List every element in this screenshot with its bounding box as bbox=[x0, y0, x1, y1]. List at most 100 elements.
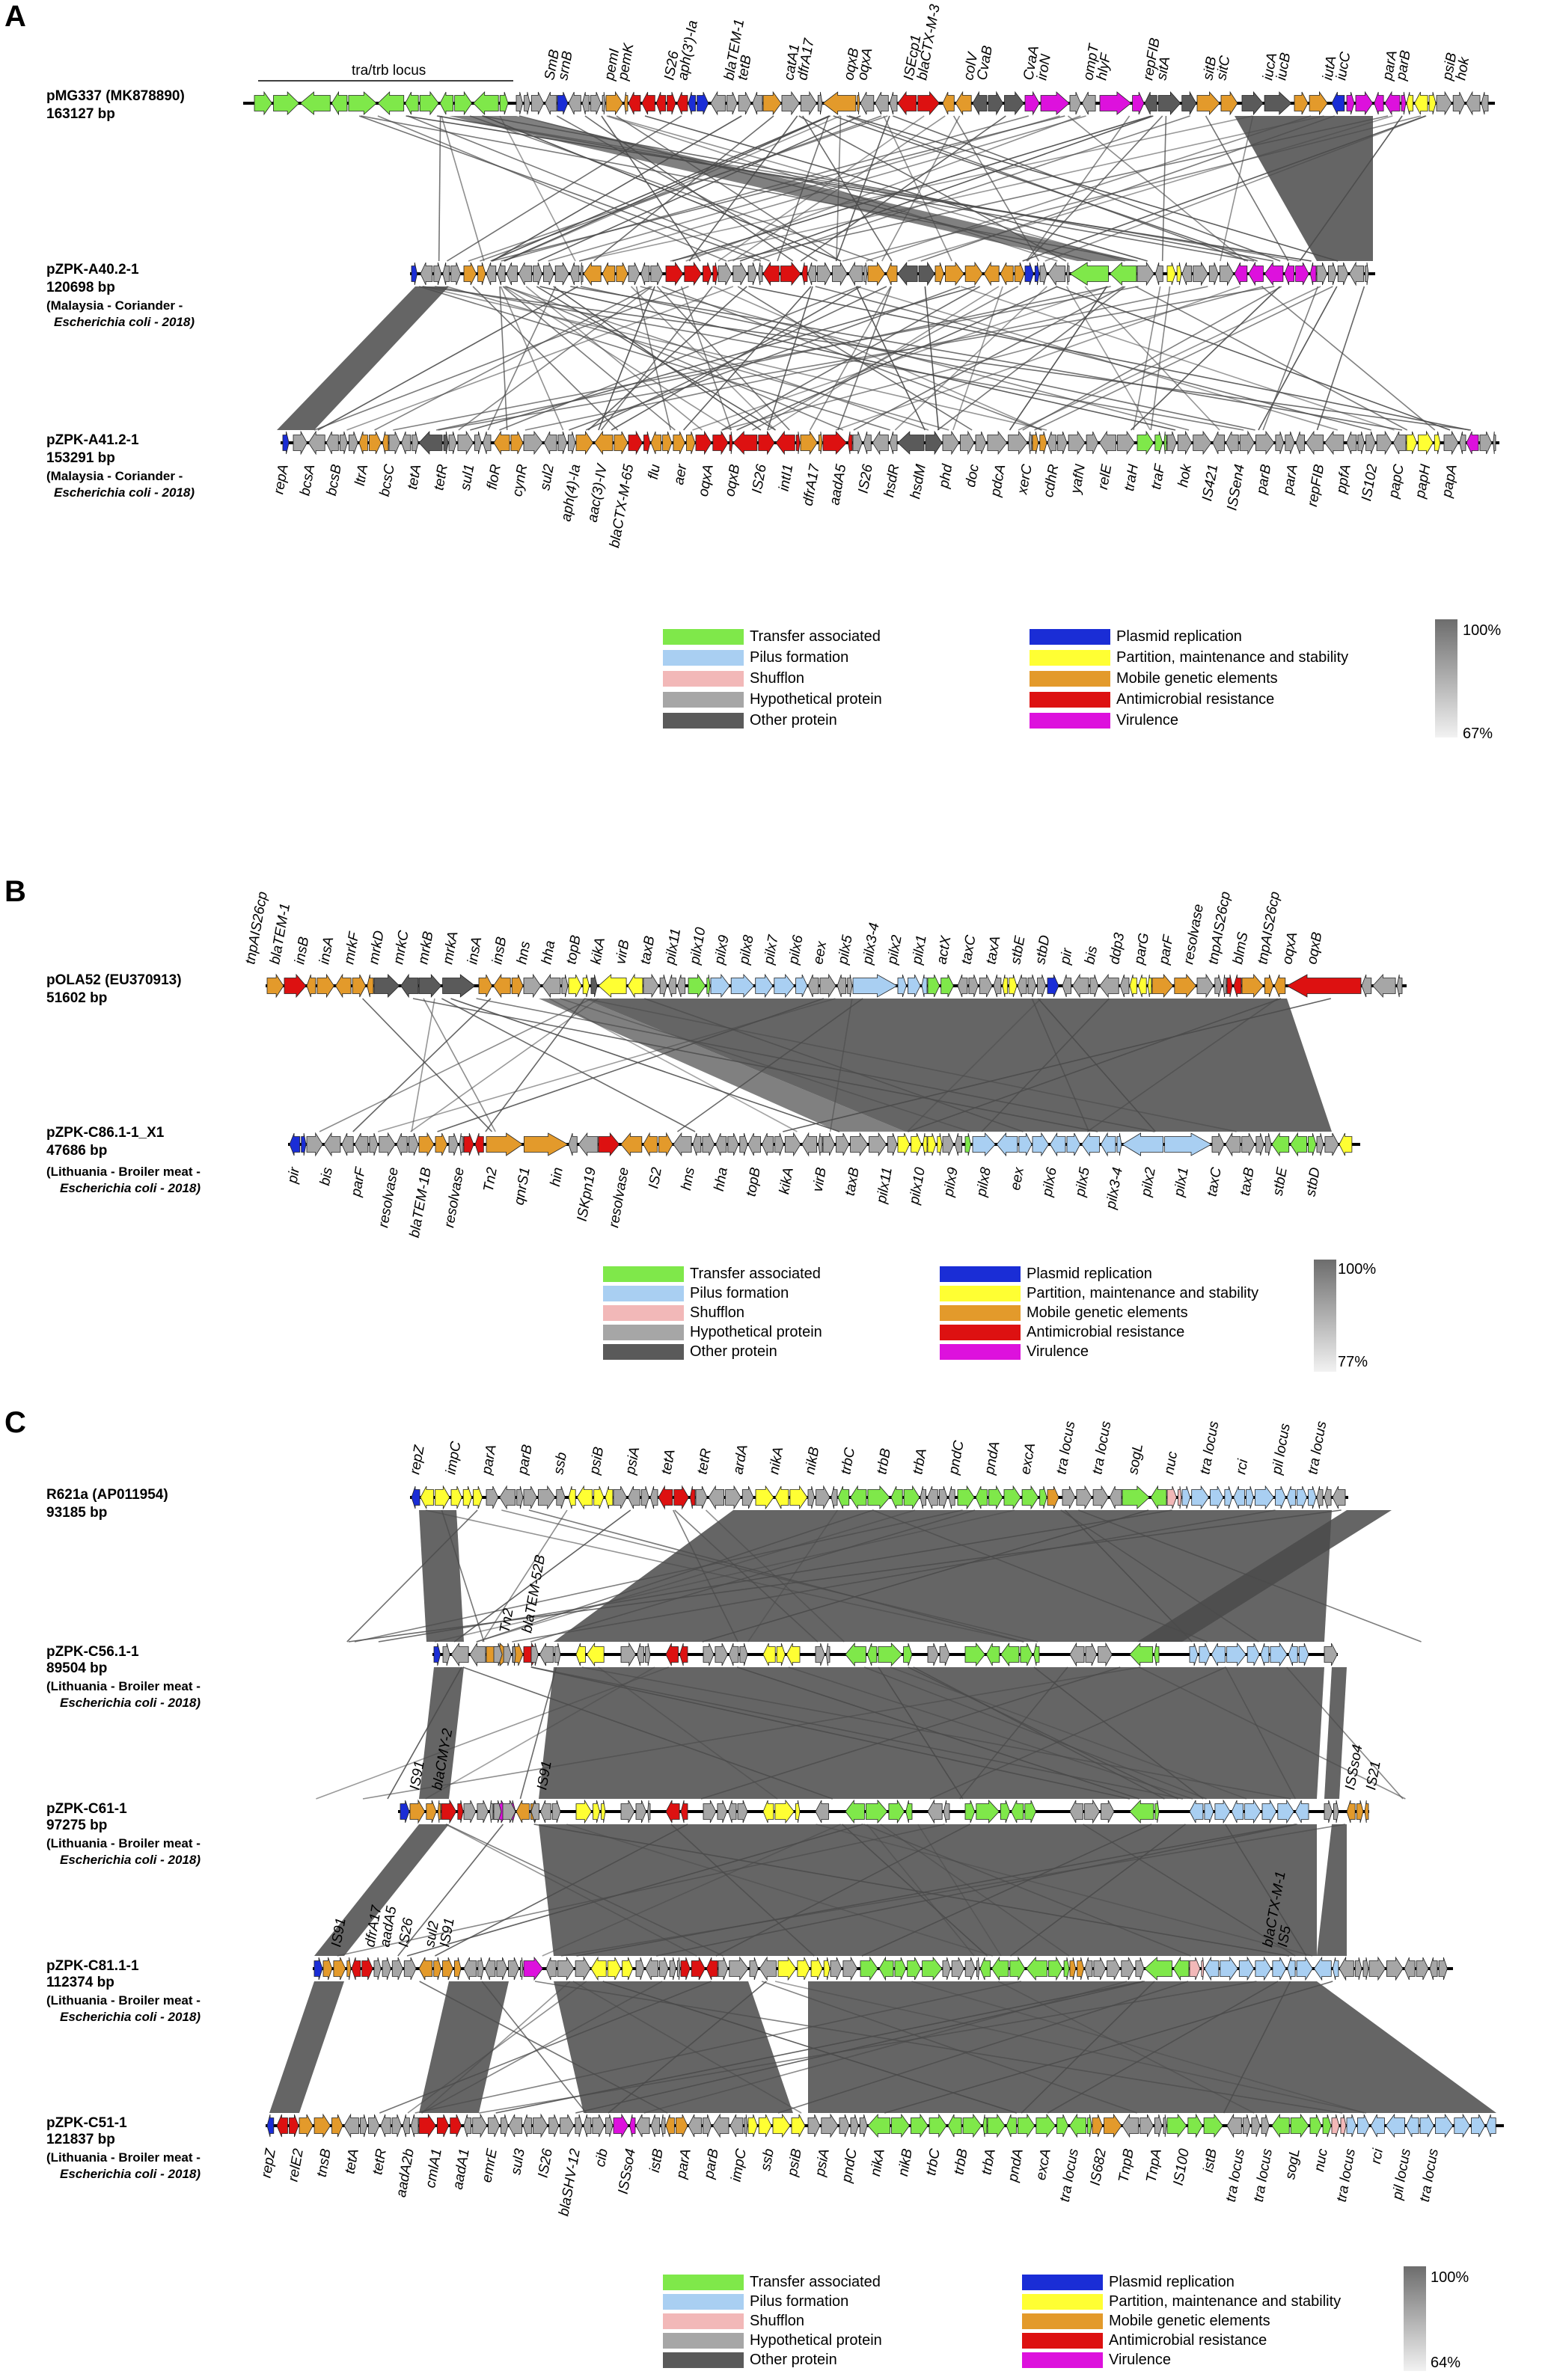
legend-swatch bbox=[1030, 650, 1110, 666]
gene-label: bis bbox=[1082, 945, 1101, 966]
gene-label: topB bbox=[563, 933, 584, 965]
homology-band bbox=[539, 1667, 1324, 1799]
legend-c: Transfer associated Pilus formation Shuf… bbox=[0, 2266, 1554, 2379]
gene-arrow bbox=[810, 1957, 823, 1981]
gene-arrow bbox=[1429, 1957, 1438, 1981]
gene-arrow bbox=[1009, 974, 1018, 998]
homology-link bbox=[374, 286, 651, 431]
gene-arrow bbox=[1137, 430, 1154, 456]
gene-arrow bbox=[1264, 261, 1284, 286]
gene-arrow bbox=[454, 91, 473, 116]
homology-link bbox=[616, 115, 841, 262]
homology-link bbox=[446, 286, 949, 431]
homology-link bbox=[866, 115, 1312, 262]
gene-arrow bbox=[676, 2114, 688, 2138]
gene-arrow bbox=[628, 1485, 640, 1509]
homology-link bbox=[560, 998, 971, 1132]
plasmid-origin: Escherichia coli - 2018) bbox=[60, 1696, 201, 1710]
gene-label: aadA1 bbox=[450, 2147, 473, 2191]
gene-arrow bbox=[457, 1800, 464, 1824]
legend-swatch bbox=[940, 1286, 1021, 1301]
gene-arrow bbox=[1286, 974, 1362, 998]
gene-arrow bbox=[1191, 1485, 1209, 1510]
gene-label: aer bbox=[671, 463, 691, 486]
gene-arrow bbox=[1117, 430, 1135, 456]
homology-link bbox=[411, 998, 435, 1132]
gene-arrow bbox=[1089, 974, 1099, 998]
plasmid-size: 121837 bp bbox=[46, 2132, 115, 2147]
homology-link bbox=[644, 998, 1024, 1132]
homology-link bbox=[1009, 286, 1108, 431]
homology-link bbox=[1034, 286, 1333, 431]
gene-arrow bbox=[1021, 1485, 1039, 1510]
gene-label: hns bbox=[514, 940, 533, 966]
gene-arrow bbox=[665, 1643, 679, 1666]
gene-arrow bbox=[1069, 1642, 1085, 1667]
gene-arrow bbox=[602, 91, 606, 115]
plasmid-name: pZPK-A41.2-1 bbox=[46, 432, 139, 448]
legend-item: Transfer associated bbox=[663, 628, 881, 645]
homology-link bbox=[768, 286, 1000, 431]
plasmid-origin: Escherichia coli - 2018) bbox=[60, 2167, 201, 2181]
legend-item: Partition, maintenance and stability bbox=[1022, 2293, 1341, 2310]
gene-arrow bbox=[689, 1485, 696, 1509]
gene-label: eex bbox=[810, 939, 830, 966]
gene-arrow bbox=[821, 2113, 839, 2138]
gene-arrow bbox=[1241, 91, 1264, 116]
gene-label: ISKpn19 bbox=[575, 1166, 599, 1223]
gene-arrow bbox=[1324, 430, 1345, 456]
homology-link bbox=[907, 998, 1041, 1132]
gene-arrow bbox=[1144, 91, 1157, 115]
gene-label: cdhR bbox=[1041, 463, 1062, 499]
gene-label: sogL bbox=[1282, 2147, 1303, 2180]
homology-link bbox=[1262, 286, 1319, 431]
gene-label: tnsB bbox=[314, 2147, 334, 2178]
gene-arrow bbox=[1135, 1957, 1145, 1981]
gene-arrow bbox=[852, 974, 898, 998]
gene-arrow bbox=[530, 1800, 539, 1824]
gene-label: pilx5 bbox=[1072, 1166, 1093, 1199]
homology-link bbox=[504, 286, 929, 431]
gene-arrow bbox=[1189, 1643, 1199, 1666]
gene-arrow bbox=[643, 973, 659, 999]
gene-arrow bbox=[738, 91, 752, 115]
plasmid-size: 89504 bp bbox=[46, 1660, 108, 1676]
gene-label: trbA bbox=[910, 1447, 930, 1476]
homology-link bbox=[747, 1509, 839, 1643]
gene-arrow bbox=[662, 431, 673, 455]
homology-link bbox=[1285, 1666, 1404, 1800]
gene-arrow bbox=[477, 1957, 484, 1981]
gene-arrow bbox=[673, 431, 685, 455]
gene-arrow bbox=[635, 1800, 647, 1824]
gene-arrow bbox=[477, 262, 486, 286]
gene-arrow bbox=[1234, 262, 1248, 286]
gene-arrow bbox=[293, 430, 308, 456]
gene-arrow bbox=[867, 2113, 890, 2138]
gene-arrow bbox=[1362, 1957, 1369, 1981]
gene-arrow bbox=[557, 91, 569, 115]
homology-link bbox=[881, 115, 961, 262]
plasmid-name: pZPK-A40.2-1 bbox=[46, 262, 139, 277]
gene-label: IS26 bbox=[396, 1916, 417, 1948]
gene-arrow bbox=[1093, 1957, 1107, 1981]
plasmid-size: 112374 bp bbox=[46, 1975, 114, 1990]
homology-link bbox=[379, 1981, 712, 2114]
gene-arrow bbox=[784, 1132, 801, 1157]
homology-link bbox=[319, 998, 593, 1132]
gene-arrow bbox=[887, 1132, 898, 1156]
gene-arrow bbox=[1333, 1800, 1339, 1824]
gene-arrow bbox=[368, 431, 382, 455]
gene-arrow bbox=[979, 1957, 991, 1981]
homology-link bbox=[495, 1981, 1143, 2114]
homology-link bbox=[913, 1666, 1165, 1800]
gene-arrow bbox=[1006, 2114, 1017, 2138]
gene-arrow bbox=[388, 431, 401, 455]
gene-arrow bbox=[441, 1799, 457, 1824]
homology-link bbox=[702, 1509, 1149, 1643]
gene-arrow bbox=[1309, 262, 1317, 286]
gene-arrow bbox=[1072, 973, 1089, 999]
gene-arrow bbox=[718, 262, 732, 286]
plasmid-origin: (Lithuania - Broiler meat - bbox=[46, 1993, 201, 2008]
gene-arrow bbox=[807, 2114, 821, 2138]
homology-link bbox=[917, 1824, 1002, 1957]
